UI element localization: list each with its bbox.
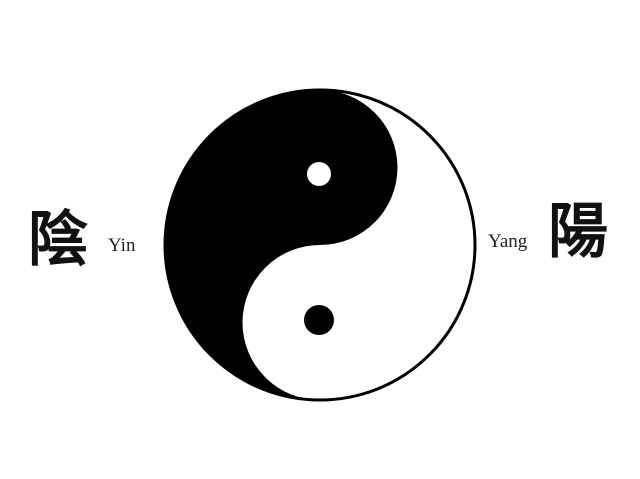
yang-latin-label: Yang <box>488 231 528 252</box>
yin-dot <box>304 305 334 335</box>
yin-half <box>165 90 398 400</box>
outline-ring <box>163 88 477 402</box>
yang-hanzi-label: 陽 <box>548 197 608 267</box>
yin-latin-label: Yin <box>108 235 136 256</box>
yang-dot <box>307 162 331 186</box>
yin-hanzi-label: 陰 <box>28 205 88 275</box>
